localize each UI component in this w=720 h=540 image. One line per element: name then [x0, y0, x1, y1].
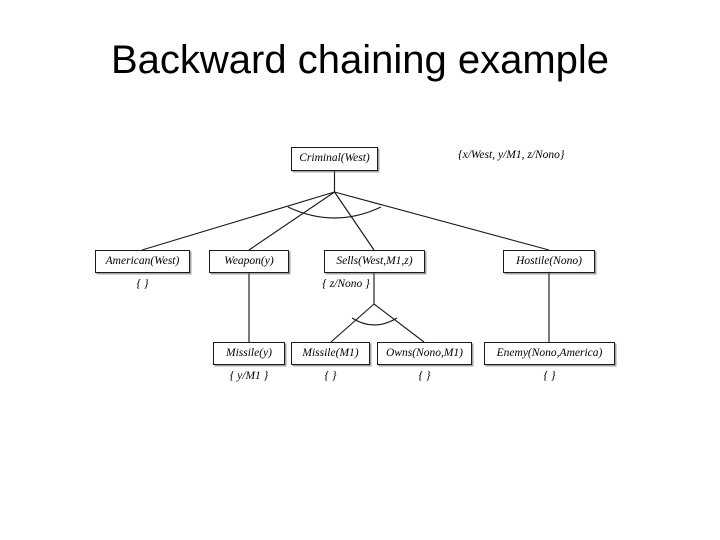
edge-criminal-sells [334, 191, 375, 251]
edge-sells-owns [373, 303, 425, 343]
substitution-owns: { } [418, 370, 431, 382]
node-label: Owns(Nono,M1) [386, 346, 463, 359]
node-american-west[interactable]: American(West) [95, 250, 190, 273]
node-weapon-y[interactable]: Weapon(y) [209, 250, 289, 273]
edge-criminal-hostile [334, 191, 550, 251]
node-label: Weapon(y) [224, 254, 274, 267]
node-hostile-nono[interactable]: Hostile(Nono) [503, 250, 595, 273]
node-label: Criminal(West) [299, 152, 370, 165]
node-missile-y[interactable]: Missile(y) [213, 342, 285, 365]
node-label: American(West) [105, 254, 180, 267]
page-title: Backward chaining example [110, 38, 610, 82]
top-binding-label: {x/West, y/M1, z/Nono} [458, 149, 565, 161]
substitution-american: { } [136, 278, 149, 290]
node-sells-west-m1-z[interactable]: Sells(West,M1,z) [324, 250, 425, 273]
node-criminal-west[interactable]: Criminal(West) [291, 147, 378, 171]
node-owns-nono-m1[interactable]: Owns(Nono,M1) [377, 342, 472, 365]
node-missile-m1[interactable]: Missile(M1) [291, 342, 370, 365]
substitution-sells: { z/Nono } [322, 278, 370, 290]
edge-criminal-weapon [248, 191, 335, 251]
and-arc-criminal [287, 206, 382, 219]
substitution-missile-m1: { } [324, 370, 337, 382]
node-label: Hostile(Nono) [516, 254, 582, 267]
node-label: Missile(y) [226, 346, 272, 359]
edge-criminal-american [141, 191, 335, 251]
node-label: Enemy(Nono,America) [496, 346, 603, 359]
node-enemy-nono-america[interactable]: Enemy(Nono,America) [484, 342, 615, 365]
node-label: Missile(M1) [302, 346, 359, 359]
edge-sells-missile-m1 [330, 303, 375, 343]
node-label: Sells(West,M1,z) [336, 254, 413, 267]
substitution-enemy: { } [543, 370, 556, 382]
substitution-missile-y: { y/M1 } [229, 370, 269, 382]
and-arc-sells [351, 317, 398, 326]
